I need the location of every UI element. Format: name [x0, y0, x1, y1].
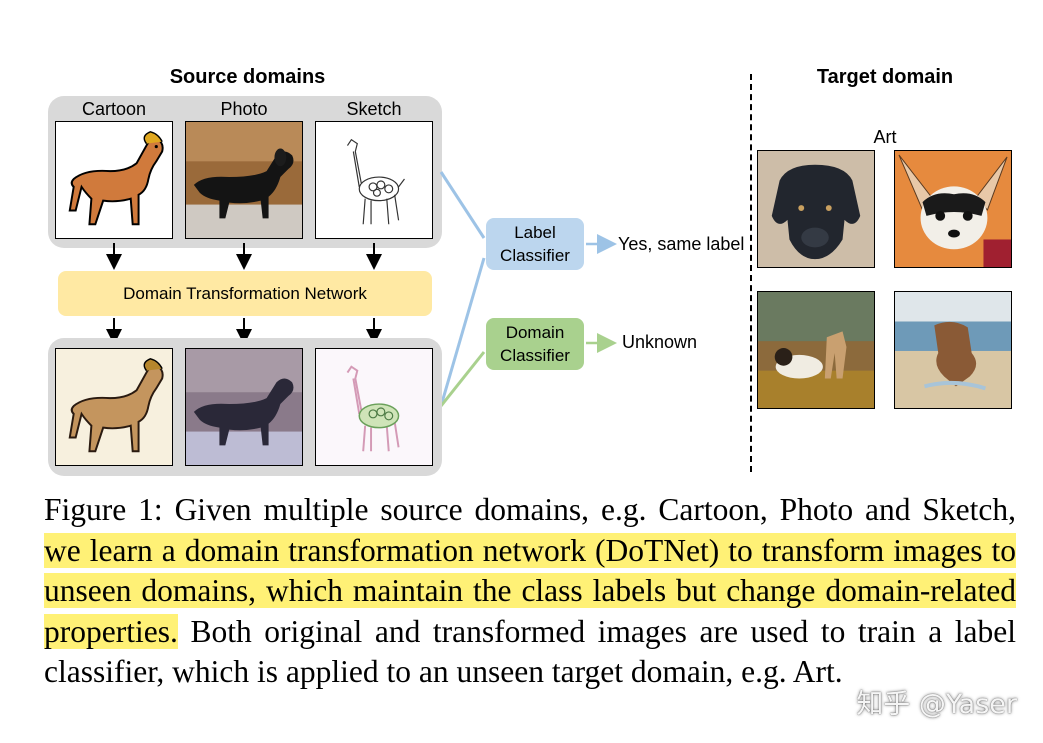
- art-dog-image-1: [757, 150, 875, 268]
- label-classifier-output: Yes, same label: [618, 234, 745, 254]
- transformed-horse-image: [55, 348, 173, 466]
- domain-label-art: Art: [873, 127, 897, 147]
- domain-divider: [750, 74, 752, 472]
- art-painting-2: [895, 151, 1011, 267]
- label-classifier: Label Classifier: [486, 218, 584, 270]
- label-classifier-line1: Label: [514, 223, 556, 242]
- label-classifier-line2: Classifier: [500, 246, 570, 265]
- domain-label-cartoon: Cartoon: [81, 99, 147, 119]
- art-dog-image-4: [894, 291, 1012, 409]
- giraffe-sketch: [346, 138, 405, 225]
- domain-classifier-line2: Classifier: [500, 346, 570, 365]
- cartoon-horse-image: [55, 121, 173, 239]
- domain-classifier-line1: Domain: [505, 323, 565, 342]
- art-painting-1: [758, 151, 874, 267]
- domain-transformation-network: Domain Transformation Network: [58, 271, 432, 316]
- domain-label-sketch: Sketch: [346, 99, 402, 119]
- art-painting-3: [758, 292, 874, 408]
- domain-classifier: Domain Classifier: [486, 318, 584, 370]
- domain-label-photo: Photo: [220, 99, 268, 119]
- figure-caption: Figure 1: Given multiple source domains,…: [44, 490, 1016, 693]
- sketch-giraffe-image: [315, 121, 433, 239]
- caption-figure-label: Figure 1:: [44, 492, 163, 527]
- transformed-giraffe-image: [315, 348, 433, 466]
- giraffe-transformed: [316, 349, 432, 465]
- dog-transformed: [186, 349, 302, 465]
- photo-dog-image: [185, 121, 303, 239]
- transformed-dog-image: [185, 348, 303, 466]
- source-domains-title: Source domains: [169, 66, 326, 88]
- target-domain-title: Target domain: [816, 66, 954, 88]
- horse-transformed: [56, 349, 172, 465]
- art-dog-image-2: [894, 150, 1012, 268]
- dog-photo: [186, 122, 302, 238]
- art-dog-image-3: [757, 291, 875, 409]
- zhihu-watermark: 知乎 @Yaser: [856, 689, 1017, 720]
- caption-text-part2: Both original and transformed images are…: [44, 613, 1016, 690]
- domain-classifier-output: Unknown: [622, 332, 698, 352]
- figure-diagram: Source domains Target domain Cartoon Pho…: [48, 66, 1012, 476]
- horse-illustration: [68, 131, 164, 226]
- caption-text-part1: Given multiple source domains, e.g. Cart…: [174, 492, 1017, 527]
- art-painting-4: [895, 292, 1011, 408]
